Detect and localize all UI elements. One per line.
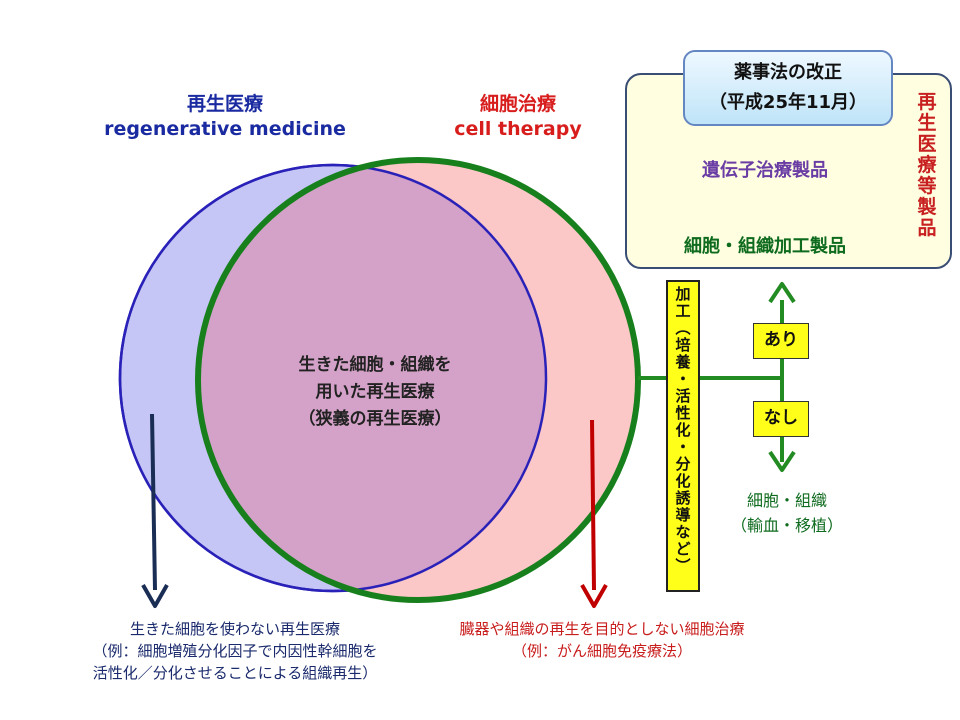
regenerative-medicine-title-en: regenerative medicine [104,118,346,140]
group-label-char: 製 [917,196,937,218]
processing-char: 培 [675,336,691,354]
navy-down-arrow-shaft [150,413,157,591]
regenerative-medicine-label: 再生医療 regenerative medicine [60,92,390,142]
cells-tissue-note-line-1: 細胞・組織 [746,491,827,510]
group-label-char: 療 [917,154,937,176]
cells-tissue-note: 細胞・組織 （輸血・移植） [722,488,852,538]
processing-char: ︵ [675,319,691,337]
law-revision-title: 薬事法の改正 [734,62,842,83]
overlap-line-1: 生きた細胞・組織を [298,355,452,375]
processing-yes-box: あり [753,323,809,359]
overlap-label: 生きた細胞・組織を 用いた再生医療 （狭義の再生医療） [240,352,510,433]
group-label-char: 医 [917,133,937,155]
cell-therapy-title-en: cell therapy [454,118,582,140]
processing-char: ︶ [675,557,691,575]
non-regenerative-cell-therapy-note: 臓器や組織の再生を目的としない細胞治療 （例：がん細胞免疫療法） [412,618,792,662]
law-revision-date: （平成25年11月） [708,92,868,113]
processing-char: ・ [675,438,691,456]
processing-char: 化 [675,472,691,490]
law-revision-box: 薬事法の改正 （平成25年11月） [683,50,893,126]
processing-char: 養 [675,353,691,371]
processing-box: 加 工 ︵ 培 養 ・ 活 性 化 ・ 分 化 誘 導 な ど ︶ [666,280,700,592]
red-down-arrow-shaft [590,419,596,591]
processing-char: ど [675,540,691,558]
group-label-char: 等 [917,175,937,197]
gene-therapy-products-label: 遺伝子治療製品 [702,160,828,181]
processing-char: 導 [675,506,691,524]
processing-char: 分 [675,455,691,473]
cells-tissue-note-line-2: （輸血・移植） [730,516,843,535]
group-label-char: 品 [917,217,937,239]
cell-therapy-note-line-1: 臓器や組織の再生を目的としない細胞治療 [459,620,745,638]
red-down-arrow-head [580,584,608,608]
group-label-char: 再 [917,91,937,113]
regenerative-medicine-outline [118,163,548,593]
branch-up-arrow [768,282,796,304]
processing-char: 加 [675,285,691,303]
processing-char: な [675,523,691,541]
navy-down-arrow-head [141,584,169,608]
branch-down-arrow [768,450,796,472]
no-cells-note-line-3: 活性化／分化させることによる組織再生） [92,664,378,682]
cell-therapy-note-line-2: （例：がん細胞免疫療法） [511,642,692,660]
cell-therapy-label: 細胞治療 cell therapy [428,92,608,142]
group-label-char: 生 [917,112,937,134]
processing-char: 性 [675,404,691,422]
cell-tissue-products-label: 細胞・組織加工製品 [684,236,846,257]
overlap-line-3: （狭義の再生医療） [298,409,452,429]
processing-char: 化 [675,421,691,439]
no-cells-note-line-1: 生きた細胞を使わない再生医療 [129,620,340,638]
processing-char: 誘 [675,489,691,507]
processing-no-box: なし [753,401,809,437]
regenerative-products-group-label: 再 生 医 療 等 製 品 [912,92,942,239]
processing-char: 活 [675,387,691,405]
cell-therapy-title-ja: 細胞治療 [479,93,556,115]
processing-char: ・ [675,370,691,388]
regenerative-medicine-title-ja: 再生医療 [186,93,263,115]
no-cells-note-line-2: （例：細胞増殖分化因子で内因性幹細胞を [92,642,378,660]
overlap-line-2: 用いた再生医療 [315,382,435,402]
processing-char: 工 [675,302,691,320]
no-cells-regenerative-note: 生きた細胞を使わない再生医療 （例：細胞増殖分化因子で内因性幹細胞を 活性化／分… [35,618,435,684]
